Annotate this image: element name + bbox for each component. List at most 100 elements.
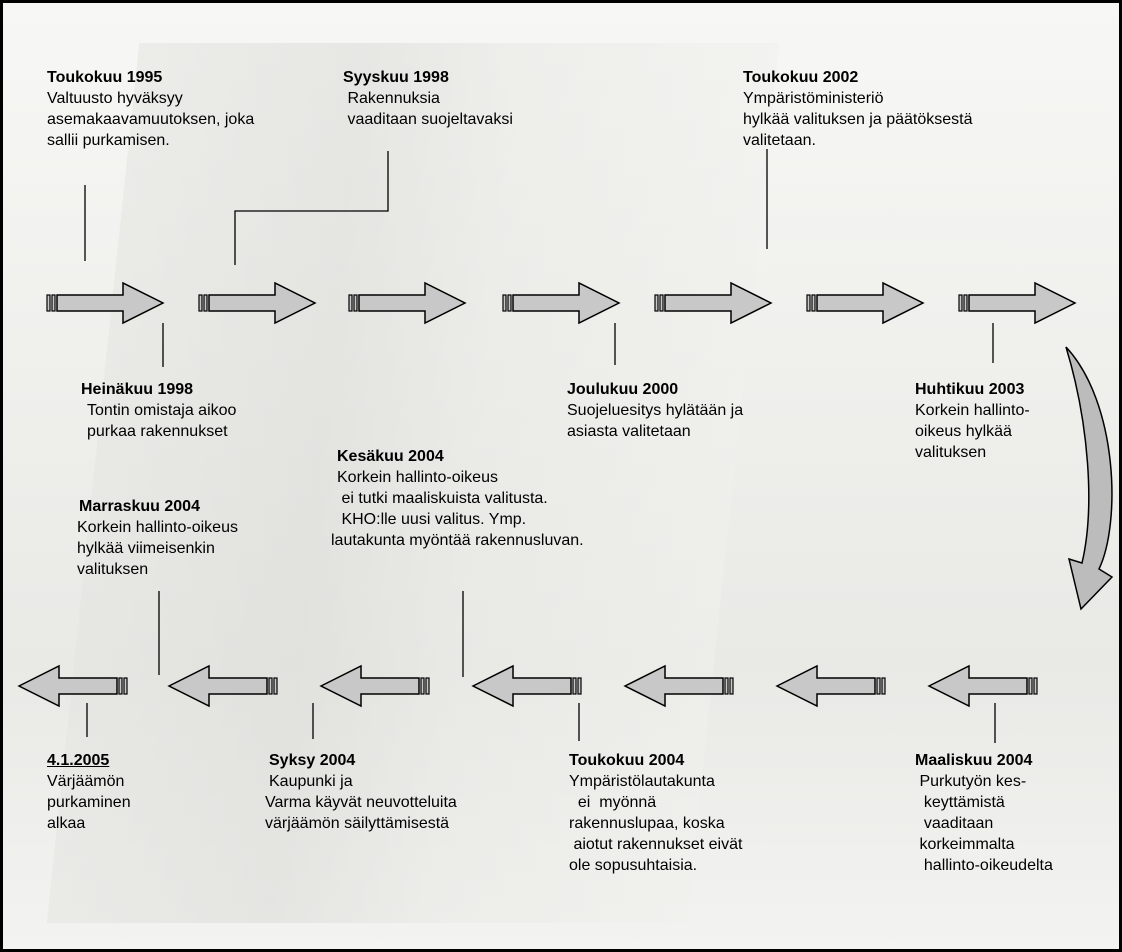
- event-text: Kaupunki ja: [269, 773, 353, 790]
- arrow-stripe: [420, 677, 425, 695]
- event-text: Valtuusto hyväksyy: [47, 90, 183, 107]
- right-arrow: [208, 281, 317, 325]
- event-text: rakennuslupaa, koska: [569, 815, 725, 832]
- event-text: korkeimmalta: [915, 836, 1015, 853]
- event-title: Syyskuu 1998: [343, 69, 449, 86]
- arrow-stripe: [654, 294, 659, 312]
- event-text: KHO:lle uusi valitus. Ymp.: [337, 511, 527, 528]
- arrow-stripe: [1028, 677, 1033, 695]
- event-text: Suojeluesitys hylätään ja: [567, 402, 744, 419]
- event-title: Huhtikuu 2003: [915, 381, 1025, 398]
- left-arrow: [471, 664, 572, 708]
- event-huhtikuu-2003: Huhtikuu 2003 Korkein hallinto- oikeus h…: [915, 379, 1030, 463]
- arrow-stripe: [273, 677, 278, 695]
- event-title: 4.1.2005: [47, 752, 110, 769]
- timeline-graphics: [17, 149, 1114, 743]
- event-text: valituksen: [77, 561, 149, 578]
- event-text: värjäämön säilyttämisestä: [265, 815, 450, 832]
- event-text: hylkää viimeisenkin: [77, 540, 215, 557]
- arrow-stripe: [425, 677, 430, 695]
- arrow-stripe: [507, 294, 512, 312]
- event-text: sallii purkamisen.: [47, 132, 170, 149]
- event-text: alkaa: [47, 815, 86, 832]
- event-title: Heinäkuu 1998: [81, 381, 194, 398]
- event-text: vaaditaan suojeltavaksi: [343, 111, 513, 128]
- event-toukokuu-1995: Toukokuu 1995 Valtuusto hyväksyy asemaka…: [47, 67, 254, 151]
- event-text: hallinto-oikeudelta: [915, 857, 1053, 874]
- event-title: Joulukuu 2000: [567, 381, 679, 398]
- event-text: hylkää valituksen ja päätöksestä: [743, 111, 973, 128]
- event-text: asemakaavamuutoksen, joka: [47, 111, 255, 128]
- event-title: Maaliskuu 2004: [915, 752, 1033, 769]
- event-text: asiasta valitetaan: [567, 423, 691, 440]
- arrow-stripe: [958, 294, 963, 312]
- event-title: Toukokuu 2002: [743, 69, 859, 86]
- event-text: Korkein hallinto-oikeus: [337, 469, 498, 486]
- right-arrow: [358, 281, 467, 325]
- arrow-stripe: [118, 677, 123, 695]
- event-text: Ympäristölautakunta: [569, 773, 715, 790]
- event-toukokuu-2002: Toukokuu 2002 Ympäristöministeriö hylkää…: [743, 67, 972, 151]
- arrow-stripe: [198, 294, 203, 312]
- event-text: Ympäristöministeriö: [743, 90, 884, 107]
- event-title: Toukokuu 1995: [47, 69, 163, 86]
- connector-line: [234, 151, 389, 265]
- arrow-stripe: [502, 294, 507, 312]
- event-text: Värjäämön: [47, 773, 125, 790]
- event-text: valituksen: [915, 444, 987, 461]
- event-kesakuu-2004: Kesäkuu 2004 Korkein hallinto-oikeus ei …: [331, 446, 584, 551]
- event-joulukuu-2000: Joulukuu 2000 Suojeluesitys hylätään ja …: [567, 379, 743, 442]
- left-arrow: [167, 664, 268, 708]
- arrow-stripe: [659, 294, 664, 312]
- arrow-stripe: [1033, 677, 1038, 695]
- event-text: purkaminen: [47, 794, 131, 811]
- arrow-stripe: [724, 677, 729, 695]
- event-title: Syksy 2004: [269, 752, 356, 769]
- arrow-stripe: [46, 294, 51, 312]
- event-heinakuu-1998: Heinäkuu 1998 Tontin omistaja aikoo purk…: [81, 379, 236, 442]
- arrow-stripe: [876, 677, 881, 695]
- event-marraskuu-2004: Marraskuu 2004 Korkein hallinto-oikeus h…: [77, 496, 238, 580]
- right-arrow: [56, 281, 165, 325]
- event-text: Rakennuksia: [343, 90, 440, 107]
- event-text: oikeus hylkää: [915, 423, 1012, 440]
- event-title: Kesäkuu 2004: [337, 448, 444, 465]
- arrow-stripe: [811, 294, 816, 312]
- event-text: Purkutyön kes-: [915, 773, 1027, 790]
- event-text: ole sopusuhtaisia.: [569, 857, 698, 874]
- left-arrow: [623, 664, 724, 708]
- arrow-stripe: [881, 677, 886, 695]
- left-arrow: [17, 664, 118, 708]
- event-text: Varma käyvät neuvotteluita: [265, 794, 457, 811]
- right-arrow: [968, 281, 1077, 325]
- arrow-stripe: [577, 677, 582, 695]
- left-arrow: [775, 664, 876, 708]
- event-text: Tontin omistaja aikoo: [87, 402, 237, 419]
- arrow-stripe: [806, 294, 811, 312]
- event-syyskuu-1998: Syyskuu 1998 Rakennuksia vaaditaan suoje…: [343, 67, 513, 130]
- event-text: Korkein hallinto-: [915, 402, 1030, 419]
- event-text: lautakunta myöntää rakennusluvan.: [331, 532, 584, 549]
- event-toukokuu-2004: Toukokuu 2004 Ympäristölautakunta ei myö…: [569, 750, 742, 876]
- left-arrow: [927, 664, 1028, 708]
- event-text: valitetaan.: [743, 132, 816, 149]
- arrow-stripe: [268, 677, 273, 695]
- event-title: Marraskuu 2004: [79, 498, 200, 515]
- event-text: ei myönnä: [569, 794, 657, 811]
- curved-connector-arrow: [1065, 346, 1114, 611]
- arrow-stripe: [963, 294, 968, 312]
- arrow-stripe: [572, 677, 577, 695]
- right-arrow: [664, 281, 773, 325]
- event-text: ei tutki maaliskuista valitusta.: [337, 490, 548, 507]
- right-arrow: [512, 281, 621, 325]
- event-syksy-2004: Syksy 2004 Kaupunki ja Varma käyvät neuv…: [265, 750, 457, 834]
- event-text: Korkein hallinto-oikeus: [77, 519, 238, 536]
- arrow-stripe: [348, 294, 353, 312]
- event-text: keyttämistä: [915, 794, 1005, 811]
- arrow-stripe: [51, 294, 56, 312]
- event-4-1-2005: 4.1.2005 Värjäämön purkaminen alkaa: [47, 750, 131, 834]
- arrow-stripe: [203, 294, 208, 312]
- event-text: aiotut rakennukset eivät: [569, 836, 743, 853]
- event-maaliskuu-2004: Maaliskuu 2004 Purkutyön kes- keyttämist…: [915, 750, 1053, 876]
